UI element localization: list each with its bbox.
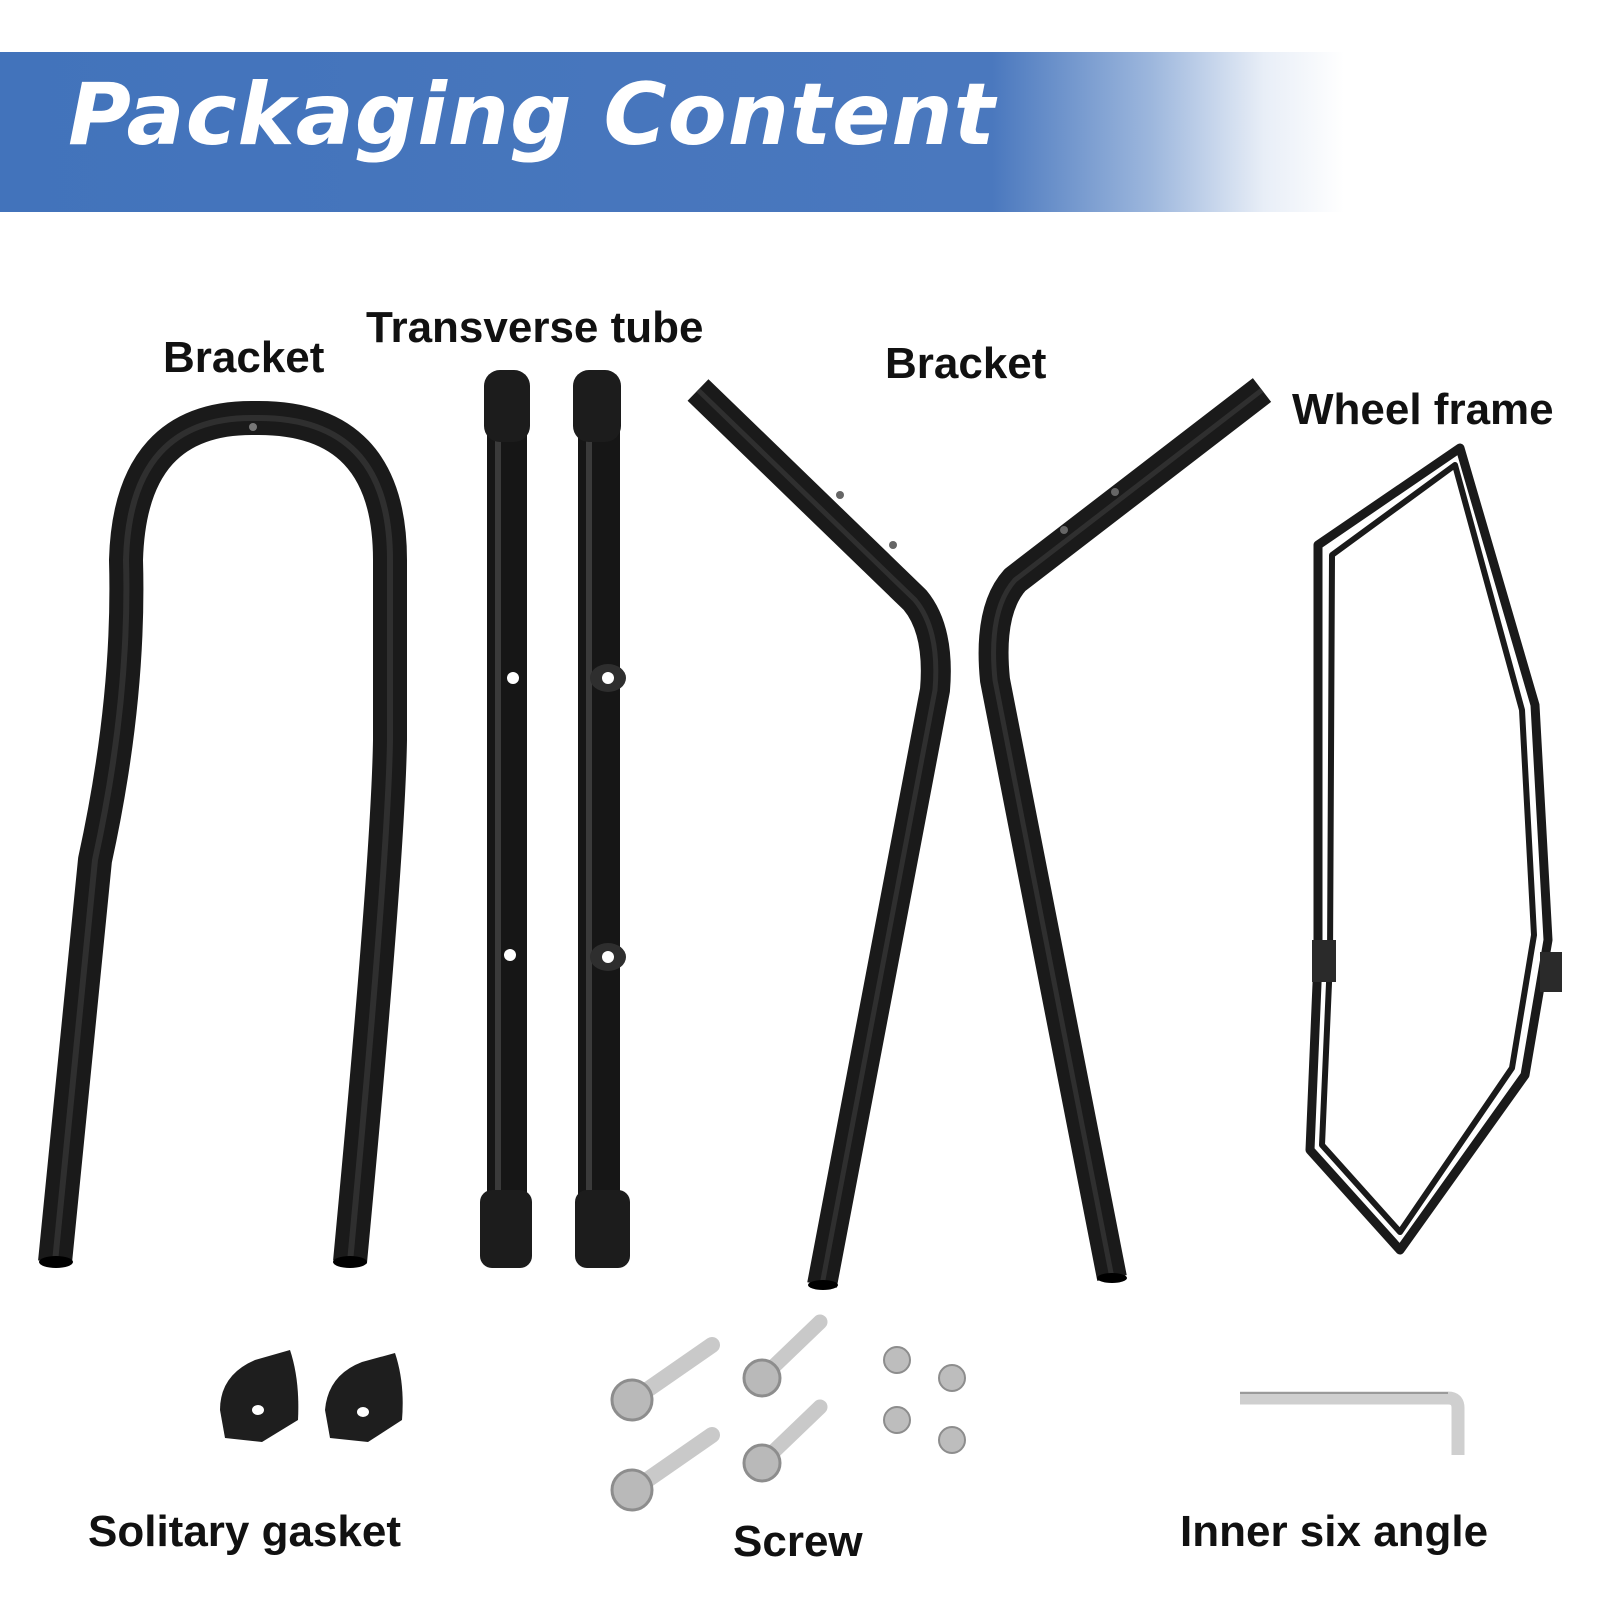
u-bracket-part xyxy=(38,400,407,1268)
wheel-frame-part xyxy=(1305,443,1562,1255)
page-title: Packaging Content xyxy=(68,65,996,165)
label-inner-six-angle: Inner six angle xyxy=(1180,1507,1489,1556)
transverse-tube-part xyxy=(480,370,630,1268)
label-bracket-left: Bracket xyxy=(163,333,325,382)
hex-key-part xyxy=(1240,1391,1465,1455)
label-solitary-gasket: Solitary gasket xyxy=(88,1507,402,1556)
screws-part xyxy=(610,1314,966,1512)
label-wheel-frame: Wheel frame xyxy=(1292,385,1554,434)
gasket-part xyxy=(220,1350,403,1442)
label-bracket-right: Bracket xyxy=(885,339,1047,388)
title-banner xyxy=(0,52,1600,212)
y-bracket-part xyxy=(687,378,1272,1290)
label-transverse-tube: Transverse tube xyxy=(366,303,704,352)
label-screw: Screw xyxy=(733,1517,863,1566)
